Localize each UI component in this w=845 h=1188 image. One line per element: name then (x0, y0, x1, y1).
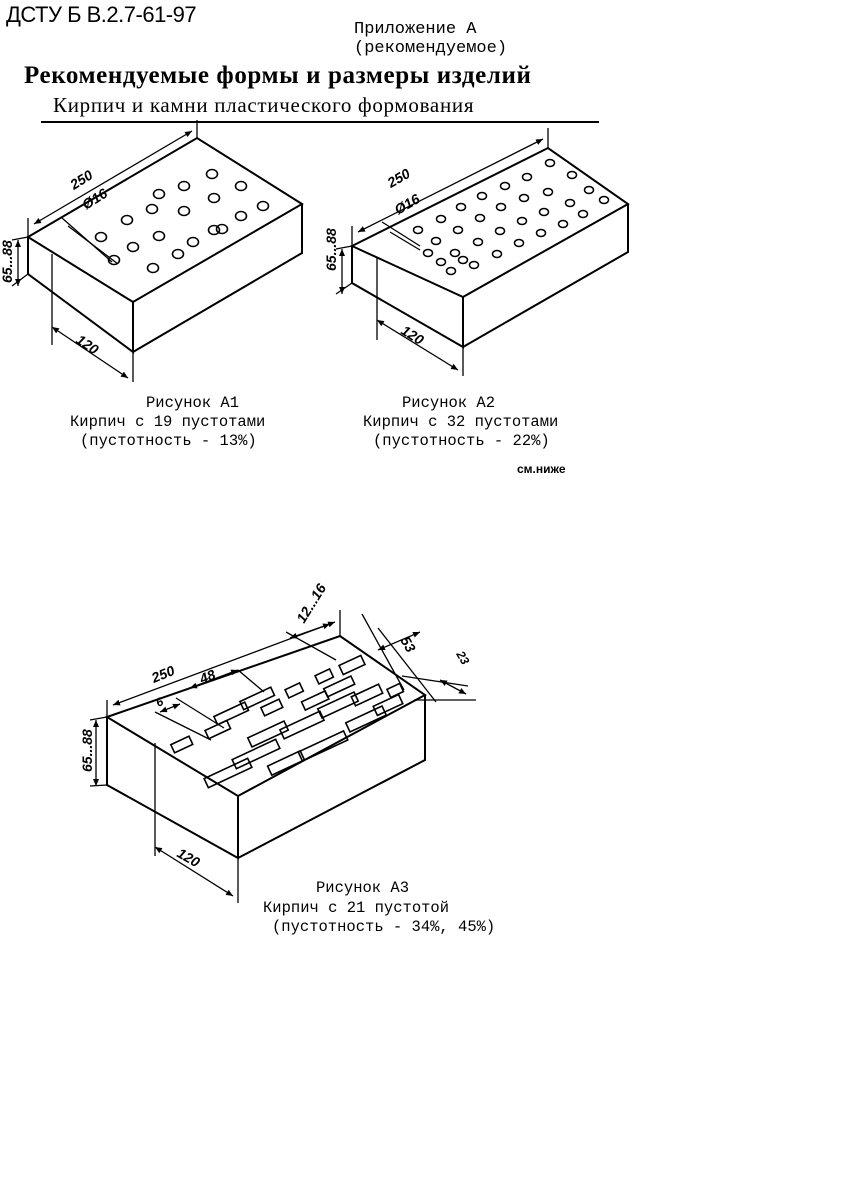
figure-a3-label: Рисунок А3 (316, 879, 410, 897)
brick-a2-drawing (335, 128, 630, 376)
figure-a2-label: Рисунок А2 (402, 394, 496, 412)
brick-a3-front-face (106, 717, 239, 860)
document-code: ДСТУ Б В.2.7-61-97 (6, 2, 197, 27)
brick-a1-side-face (132, 204, 303, 353)
brick-a2-height-label: 65...88 (323, 228, 339, 271)
figure-a3-caption: Кирпич с 21 пустотой (263, 899, 450, 917)
page-title: Рекомендуемые формы и размеры изделий (24, 62, 532, 89)
appendix-type: (рекомендуемое) (354, 39, 508, 58)
brick-a1-hole-label: Ø16 (79, 185, 110, 213)
figure-a2-caption: Кирпич с 32 пустотами (363, 413, 559, 431)
see-below-note: см.ниже (517, 462, 566, 476)
brick-a2-holes (412, 158, 610, 276)
brick-a2-width-label: 120 (398, 322, 426, 348)
figure-a1-label: Рисунок А1 (146, 394, 240, 412)
brick-a1-holes (94, 168, 270, 274)
brick-a3-slot-c-label: 23 (453, 648, 472, 668)
brick-a1-height-label: 65...88 (0, 240, 15, 283)
figure-a2-voidness: (пустотность - 22%) (373, 432, 550, 450)
brick-a2-side-face (462, 204, 629, 348)
brick-a1-width-label: 120 (73, 331, 101, 357)
figure-a3-voidness: (пустотность - 34%, 45%) (272, 918, 496, 936)
brick-a3-slot-a-label: 12...16 (293, 581, 329, 626)
brick-a3-drawing (89, 610, 476, 903)
brick-a2-length-label: 250 (384, 165, 413, 191)
brick-a3-slot-d-label: 48 (196, 666, 218, 687)
title-underline (41, 121, 599, 123)
brick-a2-front-face (351, 246, 464, 349)
brick-a3-side-face (237, 695, 426, 859)
brick-a1-drawing (11, 120, 304, 382)
appendix-label: Приложение А (354, 20, 477, 39)
figure-a1-voidness: (пустотность - 13%) (80, 432, 257, 450)
brick-a3-height-label: 65...88 (79, 729, 95, 772)
figure-a1-caption: Кирпич с 19 пустотами (70, 413, 266, 431)
brick-a3-width-label: 120 (175, 845, 203, 871)
brick-a3-slot-e-label: 6 (154, 694, 166, 710)
brick-a2-top-face (349, 146, 630, 299)
brick-a1-length-label: 250 (66, 166, 95, 193)
brick-a1-front-face (27, 237, 134, 354)
brick-a3-slot-b-label: 53 (397, 634, 419, 656)
page-subtitle: Кирпич и камни пластического формования (53, 93, 475, 117)
